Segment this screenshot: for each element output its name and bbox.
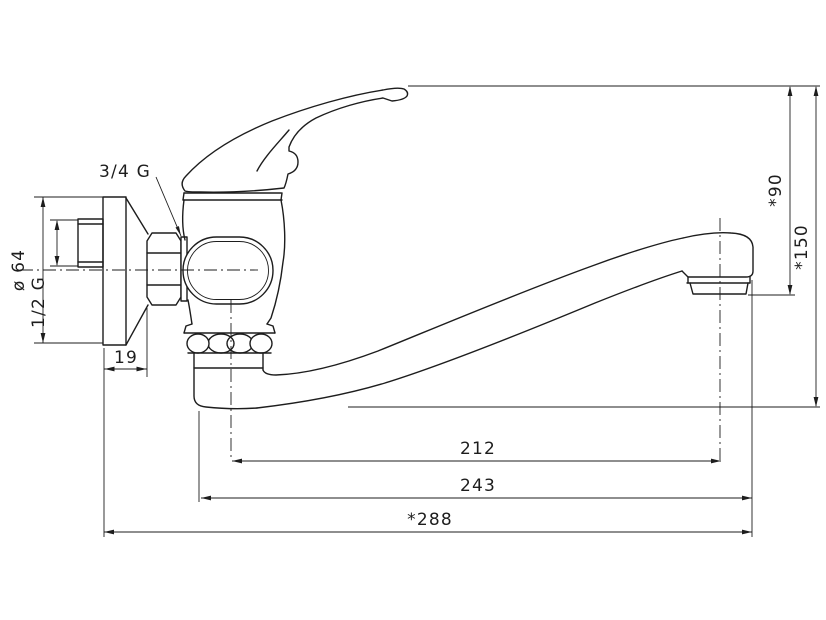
faucet-body <box>181 192 286 334</box>
label-body-thread: 3/4 G <box>99 162 151 182</box>
cartridge-escutcheon <box>182 236 274 305</box>
dimension-overall-reach: *288 <box>104 510 752 535</box>
label-flange-depth: 19 <box>114 348 138 368</box>
centerlines <box>20 218 721 460</box>
label-outlet-reach: 212 <box>460 439 496 459</box>
label-outlet-height: *90 <box>766 173 786 207</box>
spout-head <box>681 232 754 278</box>
spout <box>256 232 754 409</box>
label-overall-height: *150 <box>792 224 812 270</box>
leader-body-thread: 3/4 G <box>99 162 182 237</box>
dimension-overall-height: *150 <box>792 86 819 407</box>
inlet-pipe <box>77 218 104 268</box>
dimension-inlet-thread: 1/2 G <box>29 220 60 328</box>
label-inlet-thread: 1/2 G <box>29 276 49 328</box>
spout-base <box>193 352 264 410</box>
wall-flange <box>102 196 149 346</box>
dimension-spout-reach: 243 <box>201 476 752 501</box>
label-overall-reach: *288 <box>407 510 453 530</box>
aerator <box>686 276 751 295</box>
handle-crease <box>256 129 290 172</box>
label-flange-diameter: ø 64 <box>9 249 29 291</box>
label-spout-reach: 243 <box>460 476 496 496</box>
lever-handle <box>181 87 409 193</box>
dimension-flange-depth: 19 <box>104 348 147 372</box>
dimension-outlet-reach: 212 <box>232 439 721 464</box>
extension-lines <box>34 85 820 537</box>
hex-nut <box>146 232 188 306</box>
dimension-outlet-height: *90 <box>766 86 793 295</box>
decorative-ring <box>183 332 276 354</box>
